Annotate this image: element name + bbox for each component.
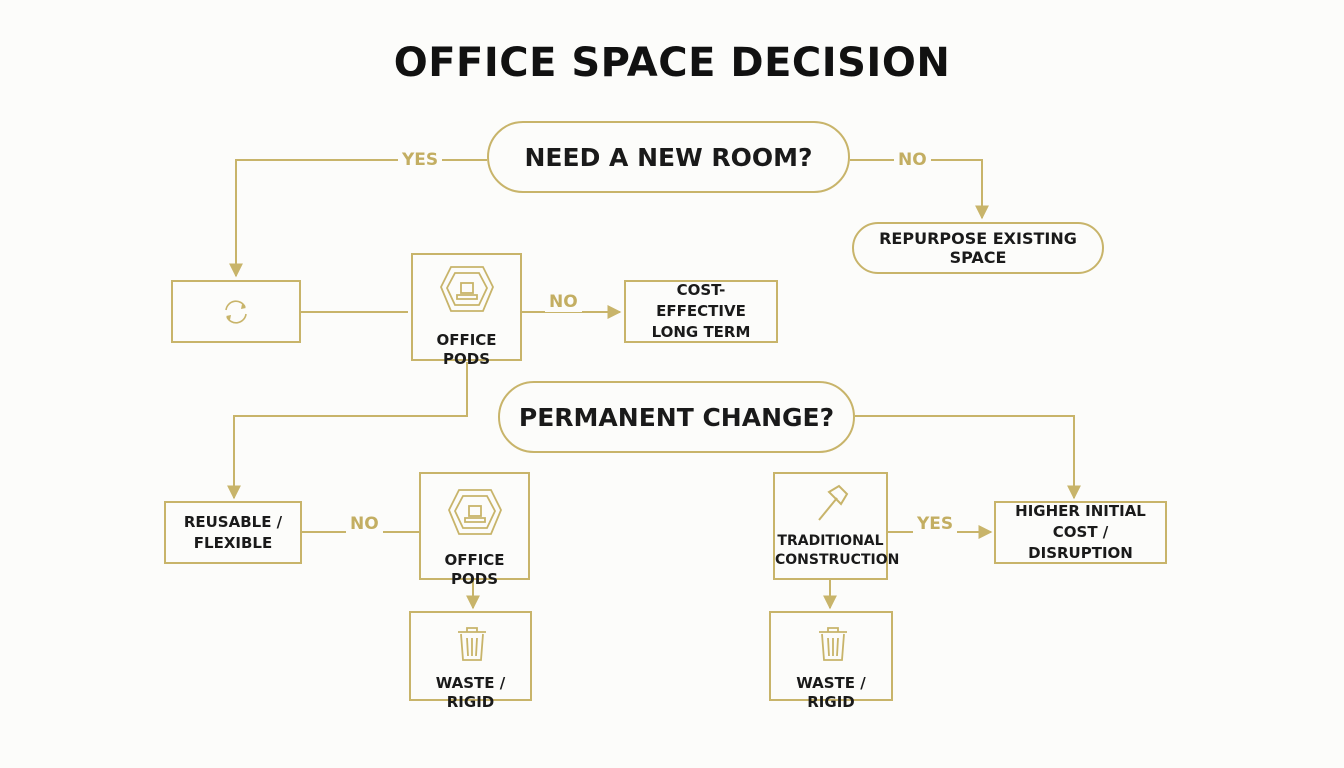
edge-label-yes: YES — [913, 514, 958, 534]
cycle-box — [171, 280, 301, 343]
outcome-cost-effective: COST-EFFECTIVE LONG TERM — [624, 280, 778, 343]
hammer-icon — [818, 484, 849, 521]
outcome-reusable: REUSABLE / FLEXIBLE — [164, 501, 302, 564]
outcome-waste-right: WASTE / RIGID — [769, 611, 893, 711]
office-pods-top: OFFICE PODS — [411, 253, 522, 368]
edge-label-no: NO — [545, 292, 582, 312]
node-label: WASTE / RIGID — [796, 674, 866, 711]
node-label: REUSABLE / FLEXIBLE — [183, 512, 283, 552]
outcome-repurpose: REPURPOSE EXISTING SPACE — [852, 222, 1104, 274]
refresh-cycle-icon — [225, 299, 247, 324]
trash-can-icon — [819, 627, 847, 661]
page-title: OFFICE SPACE DECISION — [393, 40, 951, 86]
outcome-label: REPURPOSE EXISTING SPACE — [879, 229, 1077, 267]
node-label: TRADITIONAL CONSTRUCTION — [775, 533, 900, 568]
decision-permanent-change: PERMANENT CHANGE? — [498, 381, 855, 453]
trash-can-icon — [458, 627, 486, 661]
outcome-higher-cost: HIGHER INITIAL COST / DISRUPTION — [994, 501, 1167, 564]
edge-q2-right — [855, 415, 1081, 500]
edge-pods-down — [227, 362, 468, 500]
node-label: OFFICE PODS — [436, 331, 497, 368]
edge-label-no: NO — [346, 514, 383, 534]
decision-label: PERMANENT CHANGE? — [518, 402, 835, 432]
traditional-construction: TRADITIONAL CONSTRUCTION — [773, 472, 900, 580]
decision-need-new-room: NEED A NEW ROOM? — [487, 121, 850, 193]
node-label: COST-EFFECTIVE LONG TERM — [651, 281, 751, 341]
decision-label: NEED A NEW ROOM? — [524, 142, 813, 172]
edge-label-yes: YES — [398, 150, 443, 170]
office-pod-icon — [448, 489, 502, 535]
node-label: WASTE / RIGID — [435, 674, 506, 711]
office-pods-bottom: OFFICE PODS — [419, 472, 530, 588]
office-pod-icon — [440, 266, 494, 312]
node-label: HIGHER INITIAL COST / DISRUPTION — [1015, 502, 1146, 562]
outcome-waste-left: WASTE / RIGID — [409, 611, 532, 711]
edge-label-no: NO — [894, 150, 931, 170]
node-label: OFFICE PODS — [444, 551, 505, 588]
